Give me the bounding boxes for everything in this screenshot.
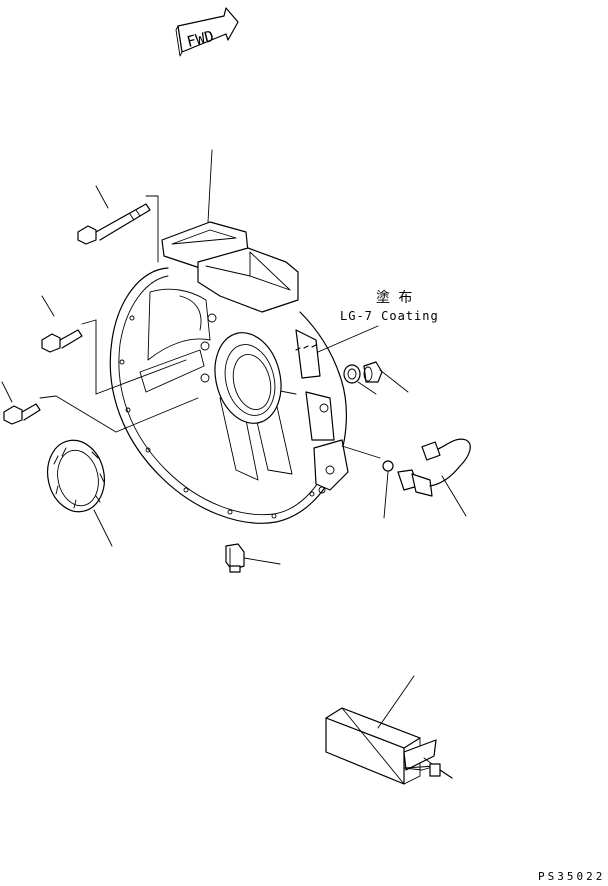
drain-plug-icon	[225, 543, 245, 573]
hex-bolt-icon	[77, 203, 151, 245]
coating-marks	[295, 344, 317, 351]
flange-bolt-holes	[119, 315, 315, 519]
flywheel-housing	[109, 221, 349, 524]
fwd-arrow-icon: FWD	[175, 7, 239, 57]
installation-tool-icon	[325, 707, 453, 785]
fwd-label: FWD	[185, 27, 216, 51]
coating-note-english: LG-7 Coating	[340, 309, 439, 323]
crank-bore	[214, 332, 282, 424]
plug-icon	[363, 361, 383, 383]
hex-bolt-icon	[41, 329, 83, 353]
speed-sensor-icon	[382, 438, 471, 497]
leader-lines	[1, 149, 467, 729]
figure-code: PS35022	[538, 870, 605, 883]
hex-bolt-icon	[3, 403, 41, 425]
coating-note-japanese: 塗 布	[376, 289, 412, 306]
oil-seal-icon	[47, 439, 105, 513]
washer-icon	[343, 364, 361, 384]
